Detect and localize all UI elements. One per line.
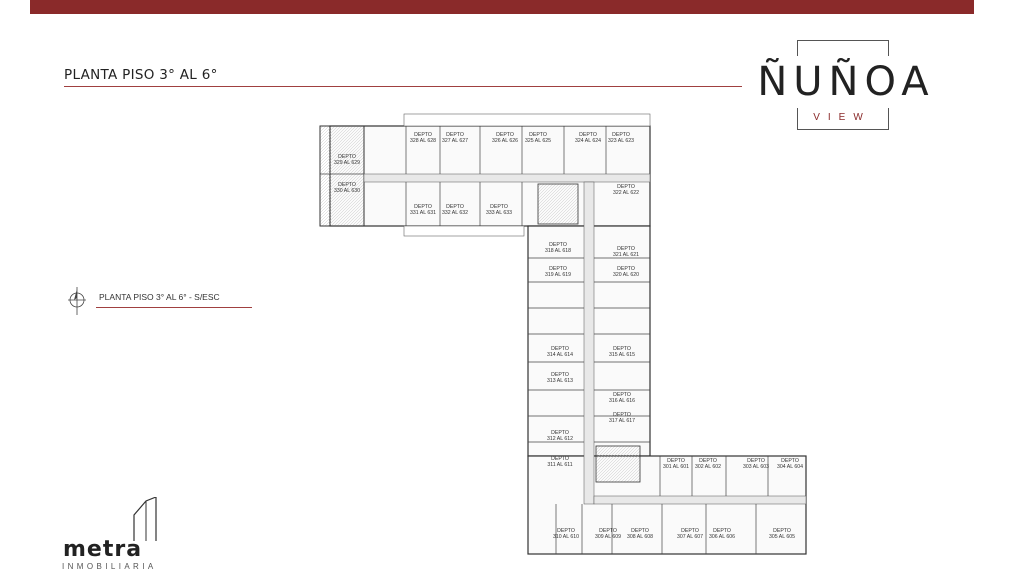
unit-range: 310 AL 610 (553, 534, 579, 540)
unit-label: DEPTO (549, 242, 567, 248)
unit-range: 325 AL 625 (525, 138, 551, 144)
unit-label: DEPTO (579, 132, 597, 138)
unit-range: 316 AL 616 (609, 398, 635, 404)
unit-label: DEPTO (617, 246, 635, 252)
brand-name: ÑUÑOA (748, 56, 944, 108)
unit-range: 314 AL 614 (547, 352, 573, 358)
north-arrow-icon (68, 287, 86, 315)
unit-label: DEPTO (551, 346, 569, 352)
unit-label: DEPTO (599, 528, 617, 534)
unit-range: 311 AL 611 (547, 462, 572, 468)
unit-label: DEPTO (612, 132, 630, 138)
unit-label: DEPTO (551, 372, 569, 378)
unit-label: DEPTO (529, 132, 547, 138)
unit-label: DEPTO (414, 204, 432, 210)
page-title: PLANTA PISO 3° AL 6° (64, 67, 218, 83)
unit-range: 329 AL 629 (334, 160, 360, 166)
top-corridor (363, 173, 651, 183)
unit-label: DEPTO (338, 182, 356, 188)
unit-label: DEPTO (414, 132, 432, 138)
bottom-wing (527, 455, 807, 555)
unit-range: 317 AL 617 (609, 418, 635, 424)
unit-range: 313 AL 613 (547, 378, 573, 384)
unit-range: 303 AL 603 (743, 464, 769, 470)
unit-range: 301 AL 601 (663, 464, 689, 470)
unit-label: DEPTO (631, 528, 649, 534)
developer-subtitle: INMOBILIARIA (62, 562, 157, 571)
unit-range: 308 AL 608 (627, 534, 653, 540)
unit-range: 332 AL 632 (442, 210, 468, 216)
title-underline (64, 86, 742, 87)
legend-label: PLANTA PISO 3° AL 6° - S/ESC (99, 292, 220, 302)
unit-range: 333 AL 633 (486, 210, 512, 216)
plan-legend: PLANTA PISO 3° AL 6° - S/ESC (66, 286, 256, 316)
unit-range: 315 AL 615 (609, 352, 635, 358)
unit-label: DEPTO (446, 132, 464, 138)
unit-range: 324 AL 624 (575, 138, 601, 144)
unit-range: 306 AL 606 (709, 534, 735, 540)
unit-range: 321 AL 621 (613, 252, 639, 258)
unit-label: DEPTO (773, 528, 791, 534)
vertical-corridor (583, 181, 595, 505)
unit-range: 326 AL 626 (492, 138, 518, 144)
unit-range: 305 AL 605 (769, 534, 795, 540)
unit-range: 328 AL 628 (410, 138, 436, 144)
brand-tagline: VIEW (813, 112, 871, 123)
unit-label: DEPTO (613, 412, 631, 418)
unit-range: 304 AL 604 (777, 464, 803, 470)
unit-range: 312 AL 612 (547, 436, 573, 442)
unit-range: 320 AL 620 (613, 272, 639, 278)
unit-label: DEPTO (613, 392, 631, 398)
unit-label: DEPTO (747, 458, 765, 464)
unit-label: DEPTO (549, 266, 567, 272)
unit-label: DEPTO (338, 154, 356, 160)
unit-range: 302 AL 602 (695, 464, 721, 470)
unit-range: 307 AL 607 (677, 534, 703, 540)
unit-dividers (320, 126, 769, 554)
unit-label: DEPTO (617, 266, 635, 272)
unit-label: DEPTO (781, 458, 799, 464)
unit-label: DEPTO (681, 528, 699, 534)
unit-label: DEPTO (617, 184, 635, 190)
stair-core-north (537, 183, 579, 225)
unit-range: 319 AL 619 (545, 272, 571, 278)
bottom-corridor (593, 495, 807, 505)
unit-range: 330 AL 630 (334, 188, 360, 194)
unit-label: DEPTO (490, 204, 508, 210)
unit-label: DEPTO (551, 430, 569, 436)
unit-label: DEPTO (496, 132, 514, 138)
unit-range: 331 AL 631 (410, 210, 436, 216)
legend-underline (96, 307, 252, 308)
unit-label: DEPTO (446, 204, 464, 210)
developer-name: metra (63, 537, 143, 562)
unit-range: 327 AL 627 (442, 138, 468, 144)
stair-core-south (595, 445, 641, 483)
unit-label: DEPTO (713, 528, 731, 534)
top-accent-bar (30, 0, 974, 14)
unit-label: DEPTO (699, 458, 717, 464)
north-balconies (403, 113, 651, 127)
unit-range: 323 AL 623 (608, 138, 634, 144)
metra-logo-icon (133, 497, 157, 541)
unit-range: 318 AL 618 (545, 248, 571, 254)
unit-label: DEPTO (667, 458, 685, 464)
west-end-block (319, 125, 365, 227)
unit-range: 322 AL 622 (613, 190, 639, 196)
south-balconies (403, 225, 525, 237)
unit-range: 309 AL 609 (595, 534, 621, 540)
unit-label: DEPTO (557, 528, 575, 534)
unit-label: DEPTO (613, 346, 631, 352)
unit-label: DEPTO (551, 456, 569, 462)
